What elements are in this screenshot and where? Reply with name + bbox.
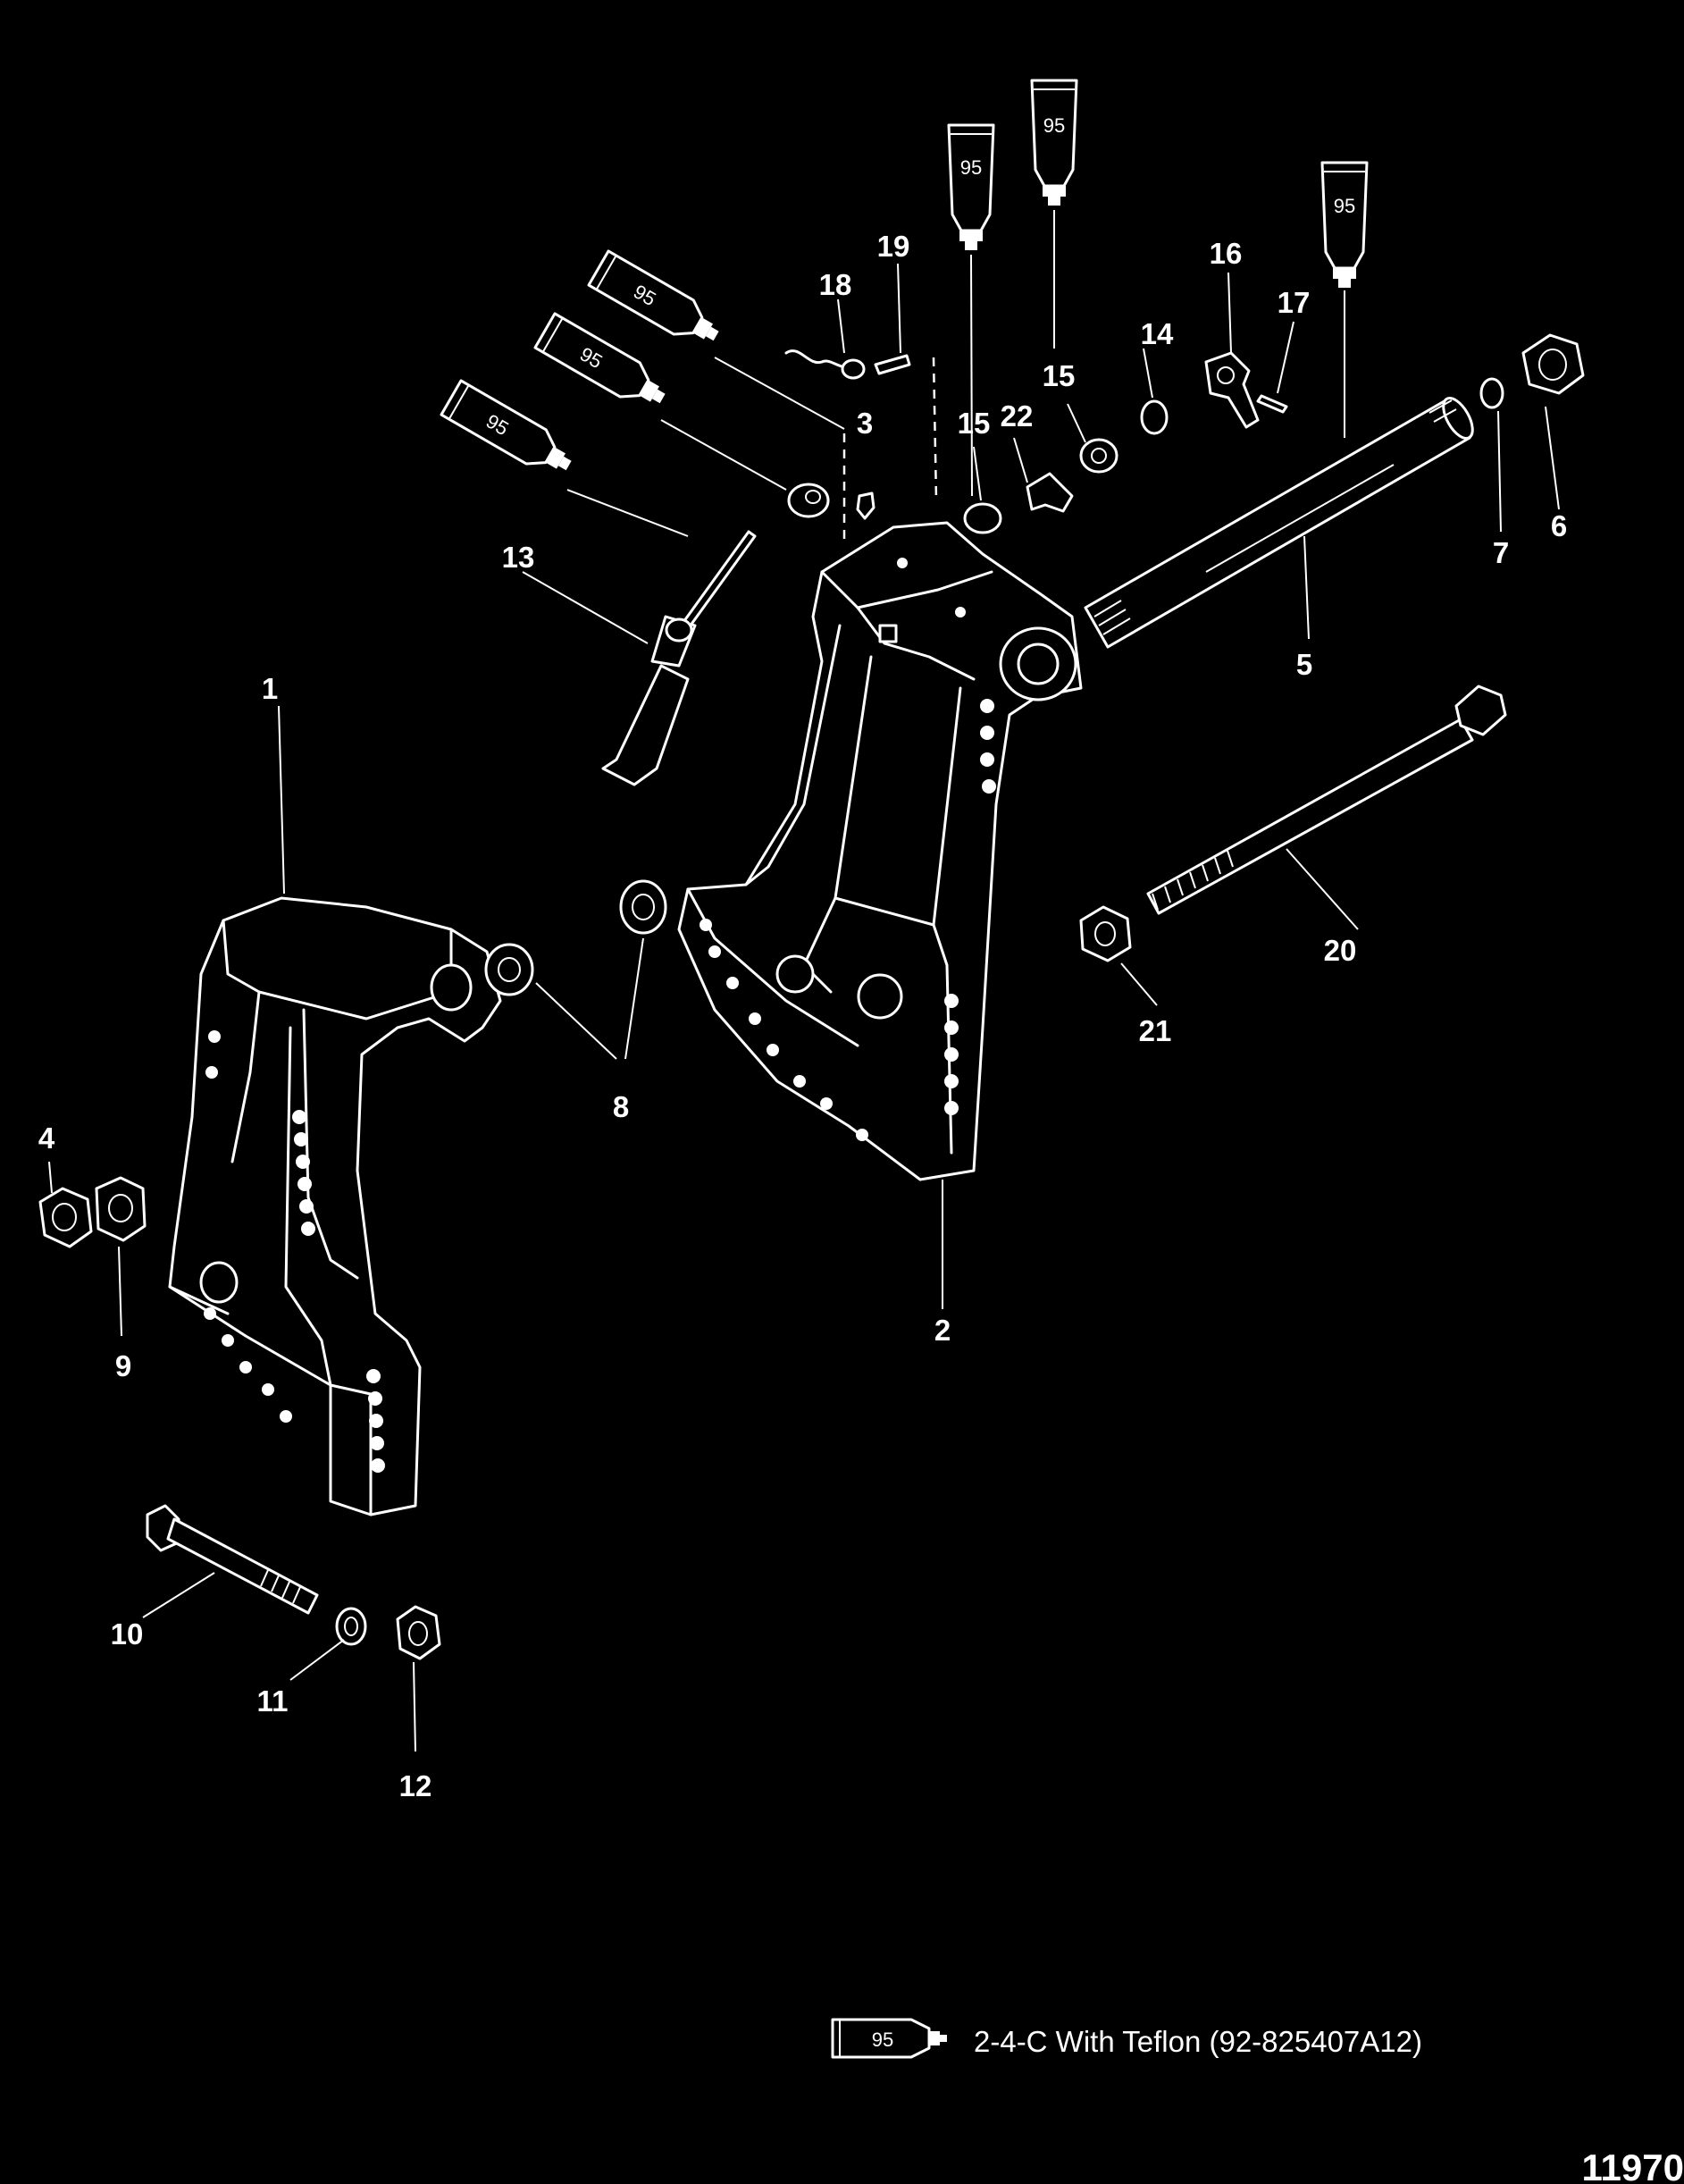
label-20: 20 — [1324, 934, 1357, 967]
label-1: 1 — [262, 672, 278, 705]
label-4: 4 — [38, 1121, 55, 1155]
nut-12 — [396, 1605, 441, 1660]
part-16 — [1204, 351, 1260, 429]
pivot-tube — [1084, 397, 1474, 649]
svg-text:95: 95 — [872, 2029, 893, 2051]
part-22 — [1026, 472, 1074, 513]
nut-4 — [38, 1187, 93, 1248]
label-2: 2 — [934, 1314, 951, 1347]
washer-11 — [335, 1607, 367, 1646]
nut-9 — [95, 1176, 147, 1242]
label-12: 12 — [399, 1769, 432, 1802]
label-7: 7 — [1493, 536, 1509, 569]
nut-6 — [1521, 333, 1585, 395]
lube-tube-5: 95 — [533, 312, 666, 404]
legend: 95 2-4-C With Teflon (92-825407A12) — [831, 2018, 1422, 2059]
washer-7 — [1479, 377, 1504, 409]
bushing-15b — [1079, 438, 1118, 474]
label-3: 3 — [857, 407, 873, 440]
small-hardware — [38, 333, 1585, 1660]
part-3-cap — [787, 483, 830, 518]
leader-lines — [48, 210, 1560, 1752]
figure-number: 11970 — [1582, 2146, 1684, 2184]
clamp-bracket-left — [168, 896, 502, 1516]
label-8: 8 — [613, 1090, 629, 1123]
part-14 — [1140, 399, 1169, 435]
bolt-10 — [146, 1504, 319, 1615]
part-3-screw — [856, 491, 876, 520]
lube-tube-1: 95 — [947, 123, 995, 250]
tilt-lever — [601, 530, 757, 786]
lube-tube-6: 95 — [440, 379, 572, 471]
part-17 — [1256, 394, 1288, 414]
nut-21 — [1079, 905, 1132, 962]
label-22: 22 — [1001, 399, 1034, 433]
svg-text:95: 95 — [960, 156, 982, 179]
label-21: 21 — [1139, 1014, 1172, 1047]
pin-19 — [874, 354, 911, 375]
label-14: 14 — [1141, 317, 1174, 350]
washer-8a — [484, 943, 534, 996]
label-18: 18 — [819, 268, 852, 301]
legend-text: 2-4-C With Teflon (92-825407A12) — [974, 2025, 1422, 2058]
label-19: 19 — [877, 230, 910, 263]
lubricant-tubes: 95 95 95 95 — [440, 79, 1369, 471]
label-11: 11 — [257, 1684, 289, 1718]
clamp-bracket-right — [677, 521, 1083, 1181]
lube-tube-3: 95 — [1320, 161, 1369, 288]
label-9: 9 — [115, 1349, 131, 1382]
svg-text:95: 95 — [1334, 195, 1355, 217]
lube-tube-4: 95 — [587, 249, 719, 341]
bushing-15a — [963, 502, 1002, 534]
washer-8b — [619, 879, 667, 935]
label-6: 6 — [1551, 509, 1567, 542]
svg-text:95: 95 — [1043, 114, 1065, 137]
label-5: 5 — [1296, 648, 1312, 681]
label-17: 17 — [1278, 286, 1311, 319]
label-15b: 15 — [1043, 359, 1076, 392]
label-15a: 15 — [958, 407, 991, 440]
label-16: 16 — [1210, 237, 1243, 270]
legend-tube-icon: 95 — [831, 2018, 947, 2059]
part-number-labels: 1 2 3 4 5 6 7 8 9 10 11 12 13 14 15 15 1… — [38, 230, 1567, 1802]
lube-tube-2: 95 — [1030, 79, 1078, 206]
label-10: 10 — [111, 1617, 144, 1651]
label-13: 13 — [502, 541, 535, 574]
long-bolt — [1146, 685, 1507, 915]
